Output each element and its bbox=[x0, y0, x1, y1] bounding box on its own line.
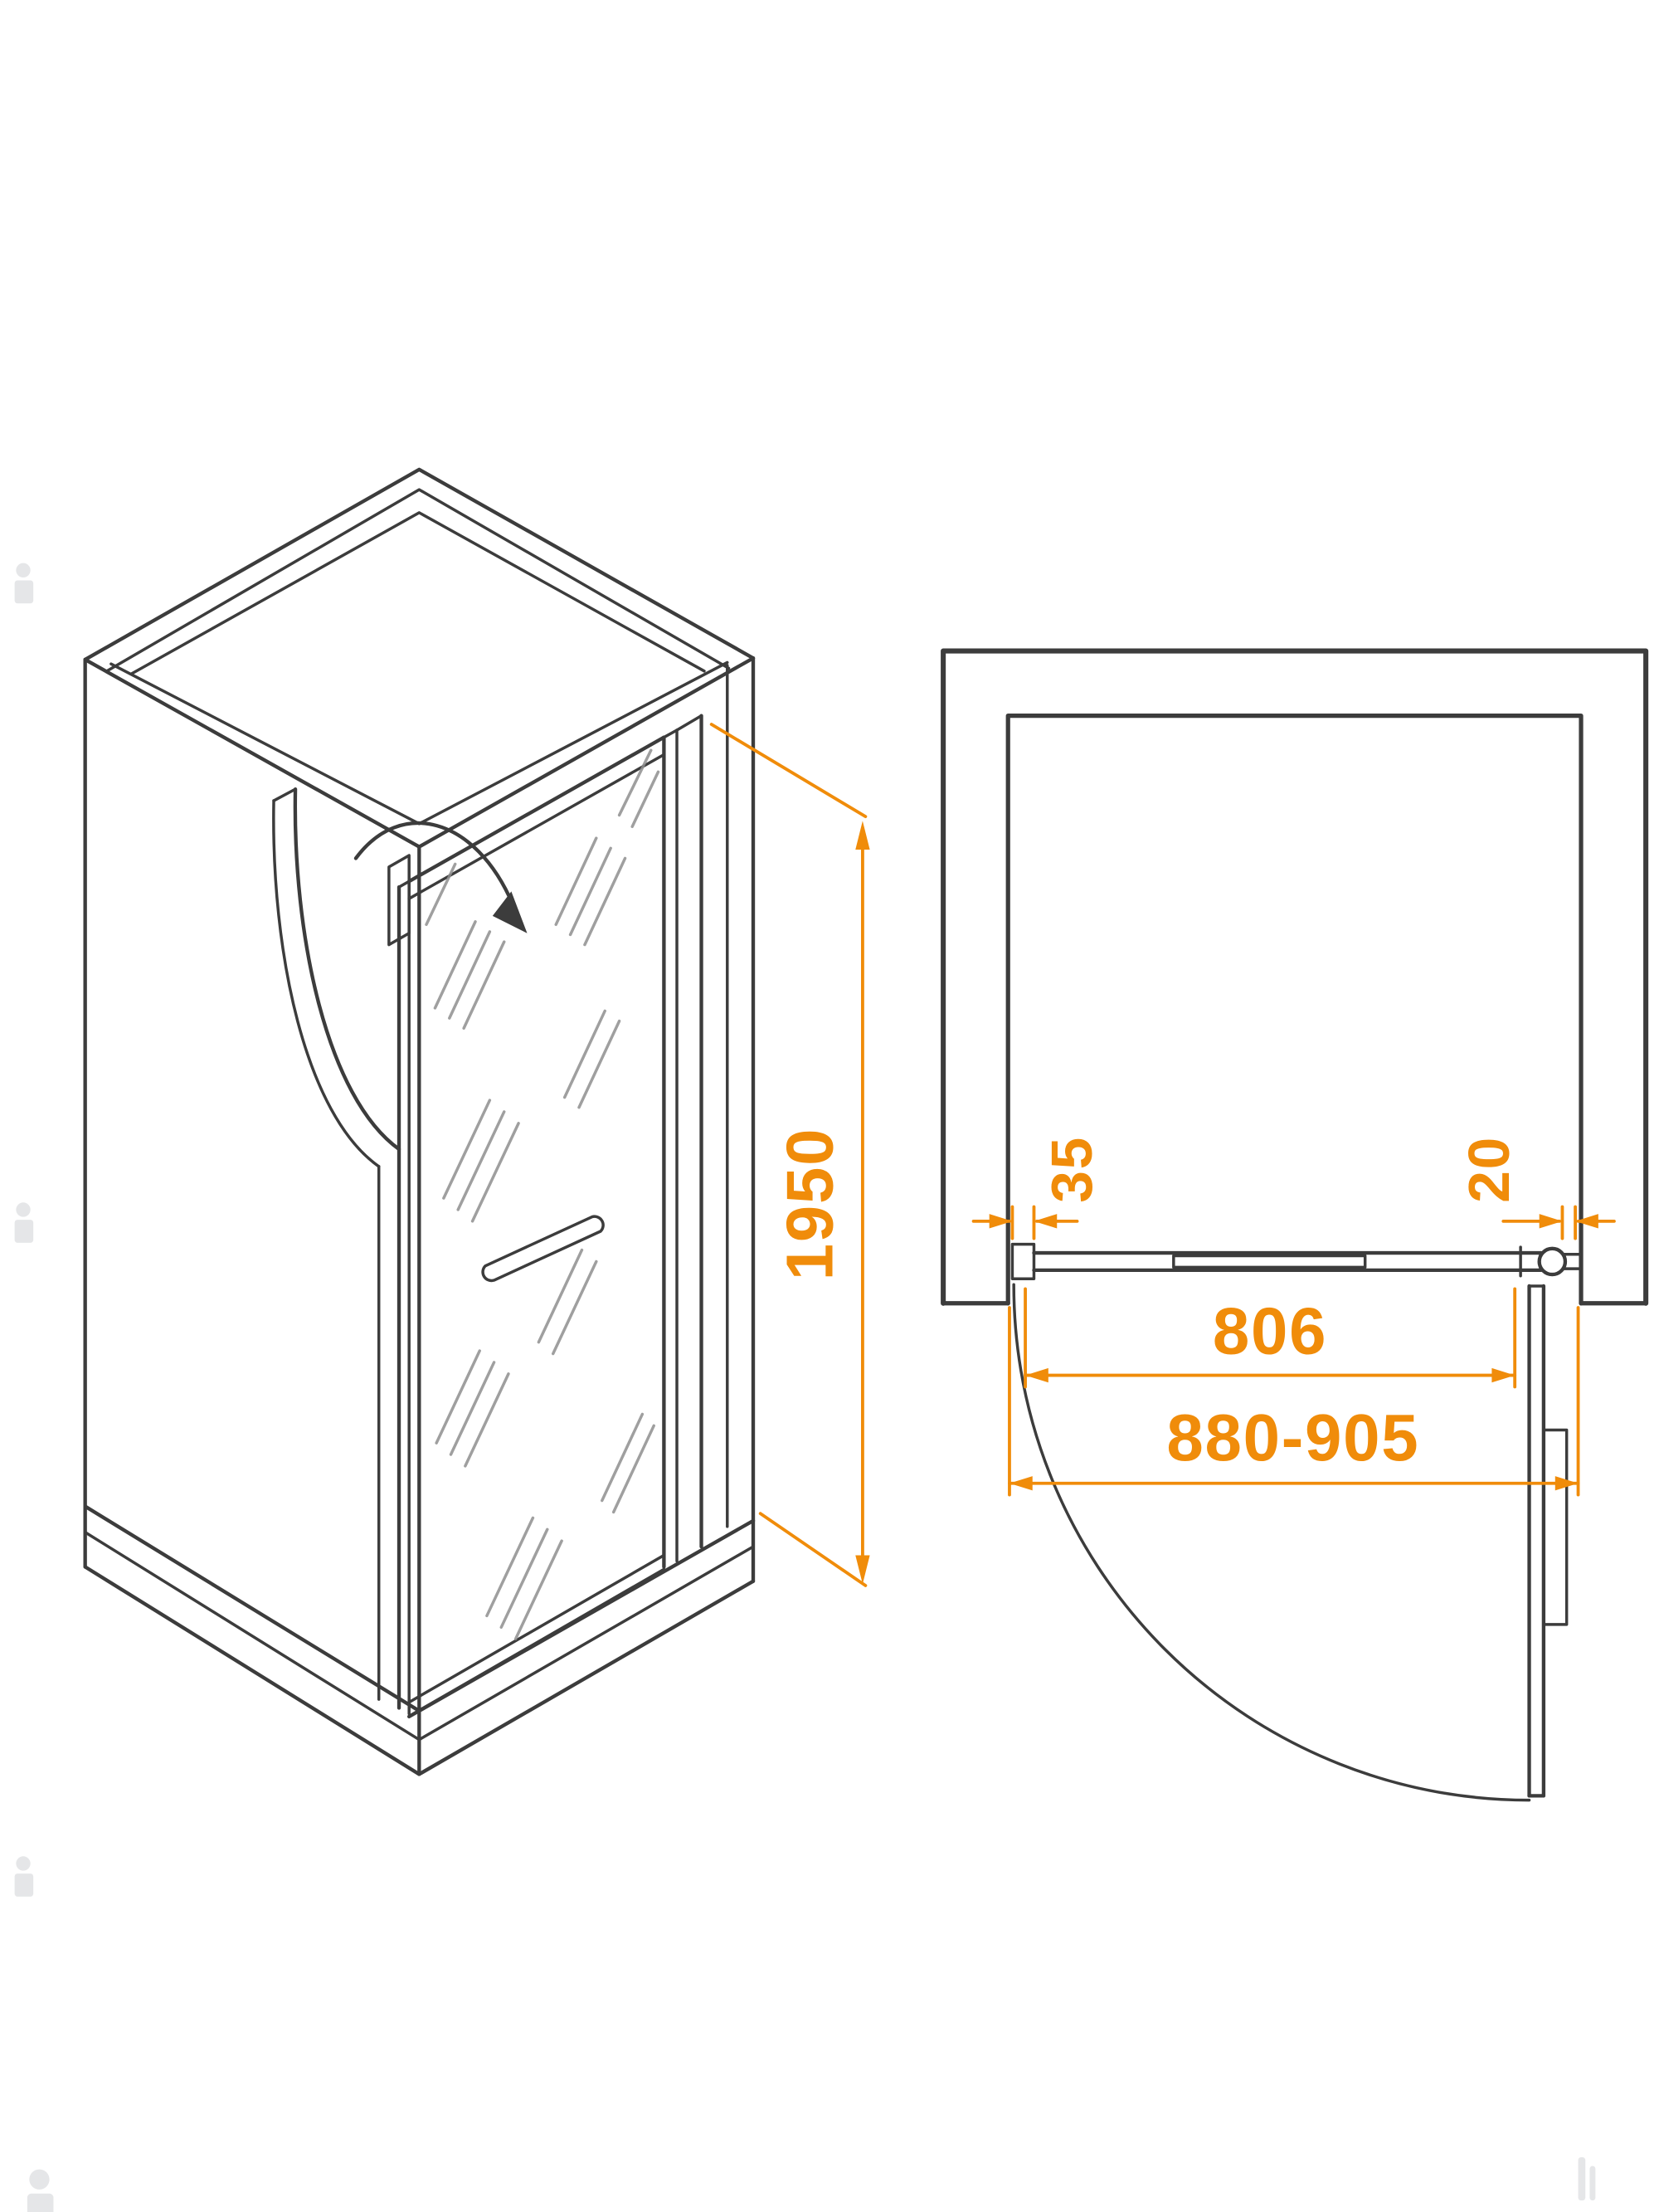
walls bbox=[941, 648, 1649, 1306]
door-swing-arrow-icon bbox=[353, 821, 528, 933]
watermark-icon bbox=[14, 1202, 34, 1243]
shower-tray bbox=[83, 1504, 756, 1776]
adjustment-dimension-label: 20 bbox=[1457, 1136, 1521, 1203]
recessed-handle bbox=[1172, 1254, 1367, 1269]
glass-hatching bbox=[425, 748, 660, 1640]
watermark-icon bbox=[14, 563, 34, 604]
door-swing-arc bbox=[1012, 1283, 1531, 1802]
profile-dimension-label: 35 bbox=[1039, 1136, 1104, 1203]
adjustment-dimension-20: 20 bbox=[1457, 1136, 1616, 1240]
watermark-icon bbox=[14, 1856, 34, 1897]
door-frame bbox=[387, 714, 703, 1719]
door-closed bbox=[1010, 1242, 1543, 1281]
door-open bbox=[1527, 1284, 1569, 1798]
profile-dimension-35: 35 bbox=[971, 1136, 1104, 1240]
overall-width-dimension: 880-905 bbox=[1008, 1306, 1580, 1497]
door-handle bbox=[481, 1215, 605, 1283]
height-dimension: 1950 bbox=[709, 723, 870, 1587]
watermark-icon bbox=[1578, 2157, 1596, 2201]
watermark-icon bbox=[27, 2169, 54, 2212]
height-dimension-label: 1950 bbox=[772, 1128, 846, 1281]
plan-view: 35 20 806 880-905 bbox=[941, 648, 1649, 1802]
glass-width-dimension-label: 806 bbox=[1213, 1294, 1327, 1368]
wall-cutaway-curve bbox=[272, 787, 401, 1710]
enclosure-walls bbox=[83, 467, 756, 1713]
wall-profile bbox=[1010, 1242, 1036, 1281]
overall-width-dimension-label: 880-905 bbox=[1166, 1401, 1419, 1474]
hinge bbox=[1537, 1246, 1583, 1277]
isometric-view: 1950 bbox=[83, 467, 870, 1776]
open-door-handle bbox=[1542, 1428, 1569, 1626]
glass-width-dimension: 806 bbox=[1024, 1287, 1517, 1389]
